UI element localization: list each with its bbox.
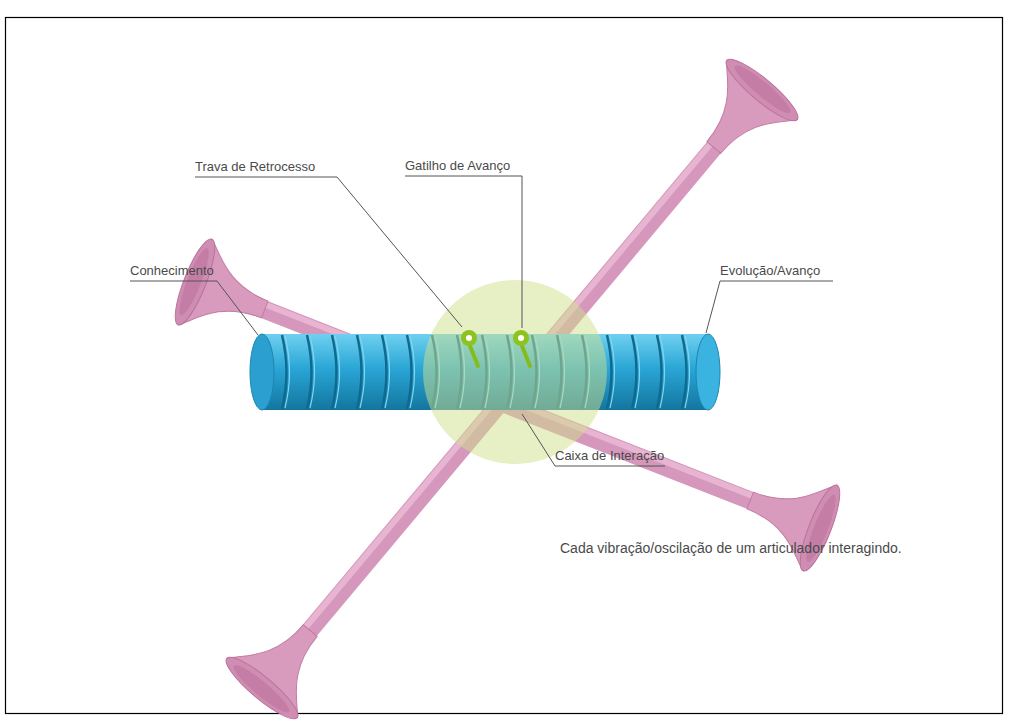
cylinder-ring: [632, 335, 637, 409]
interaction-sphere: [423, 280, 607, 464]
articulator-rod: [168, 235, 847, 575]
cylinder-ring: [282, 335, 287, 409]
cylinder-ring: [410, 336, 415, 408]
part-label: Caixa de Interação: [555, 448, 664, 464]
cylinder-ring: [660, 336, 665, 408]
cylinder-ring: [382, 335, 387, 409]
pin-marker: [461, 330, 478, 366]
part-label: Conhecimento: [130, 263, 214, 279]
cylinder-ring: [360, 336, 365, 408]
cylinder-ring: [607, 335, 612, 409]
cylinder-ring: [610, 336, 615, 408]
cylinder-ring: [682, 335, 687, 409]
frame: [6, 18, 1003, 714]
pin-marker: [513, 330, 530, 366]
part-label: Trava de Retrocesso: [195, 159, 315, 175]
cylinder-ring: [335, 336, 340, 408]
cylinder-ring: [657, 335, 662, 409]
part-label: Gatilho de Avanço: [405, 158, 510, 174]
cylinder-ring: [307, 335, 312, 409]
caption: Cada vibração/oscilação de um articulado…: [560, 539, 902, 557]
cylinder-ring: [285, 336, 290, 408]
articulator-rod: [220, 52, 805, 722]
cylinder-ring: [332, 335, 337, 409]
cylinder-ring: [357, 335, 362, 409]
cylinder-ring: [407, 335, 412, 409]
cylinder-ring: [310, 336, 315, 408]
leader-line: [130, 176, 833, 466]
cylinder-ring: [385, 336, 390, 408]
part-label: Evolução/Avanço: [720, 263, 820, 279]
cylinder-ring: [685, 336, 690, 408]
cylinder-ring: [635, 336, 640, 408]
